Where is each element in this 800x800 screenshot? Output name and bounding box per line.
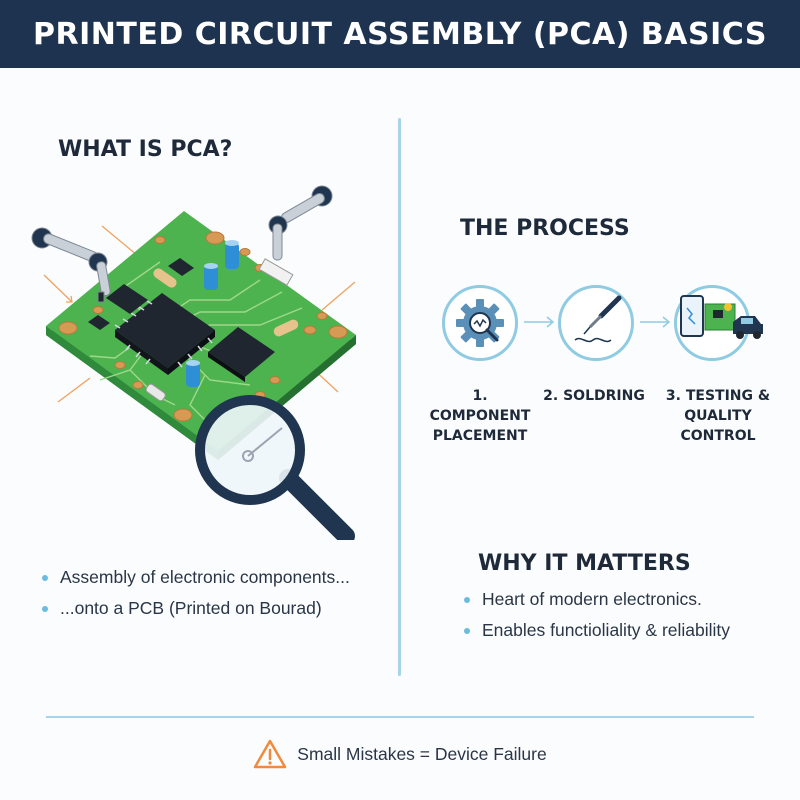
phone-board-car-icon	[674, 285, 763, 361]
gear-magnifier-icon	[442, 285, 518, 361]
microchip-main	[114, 293, 215, 375]
warning-icon	[254, 739, 287, 769]
step-label-testing: 3. TESTING & QUALITY CONTROL	[665, 388, 771, 444]
bullet-item: Enables functioliality & reliability	[462, 615, 730, 646]
why-bullets: Heart of modern electronics. Enables fun…	[462, 584, 730, 646]
page-title: PRINTED CIRCUIT ASSEMBLY (PCA) BASICS	[0, 0, 800, 68]
step-label-placement: 1. COMPONENT PLACEMENT	[429, 388, 531, 444]
what-is-bullets: Assembly of electronic components... ...…	[40, 562, 350, 624]
footer-warning: Small Mistakes = Device Failure	[0, 732, 800, 776]
footer-text: Small Mistakes = Device Failure	[297, 743, 547, 764]
bullet-item: Assembly of electronic components...	[40, 562, 350, 593]
resistors	[145, 268, 299, 402]
what-is-pca-heading: WHAT IS PCA?	[58, 137, 233, 162]
vertical-divider	[398, 118, 401, 676]
pcb-illustration	[31, 185, 356, 540]
arrow-right-icon	[640, 316, 671, 328]
magnifying-glass	[195, 395, 355, 540]
step-label-soldering: 2. SOLDRING	[543, 388, 645, 404]
capacitors	[186, 240, 239, 387]
bullet-item: ...onto a PCB (Printed on Bourad)	[40, 593, 350, 624]
robotic-arm-left	[31, 227, 111, 303]
bullet-item: Heart of modern electronics.	[462, 584, 730, 615]
arrow-right-icon	[524, 316, 555, 328]
soldering-iron-icon	[558, 285, 634, 361]
horizontal-divider	[46, 716, 754, 718]
process-heading: THE PROCESS	[460, 216, 630, 241]
robotic-arm-right	[258, 185, 333, 286]
why-it-matters-heading: WHY IT MATTERS	[478, 551, 691, 576]
microchip-small	[88, 258, 275, 382]
